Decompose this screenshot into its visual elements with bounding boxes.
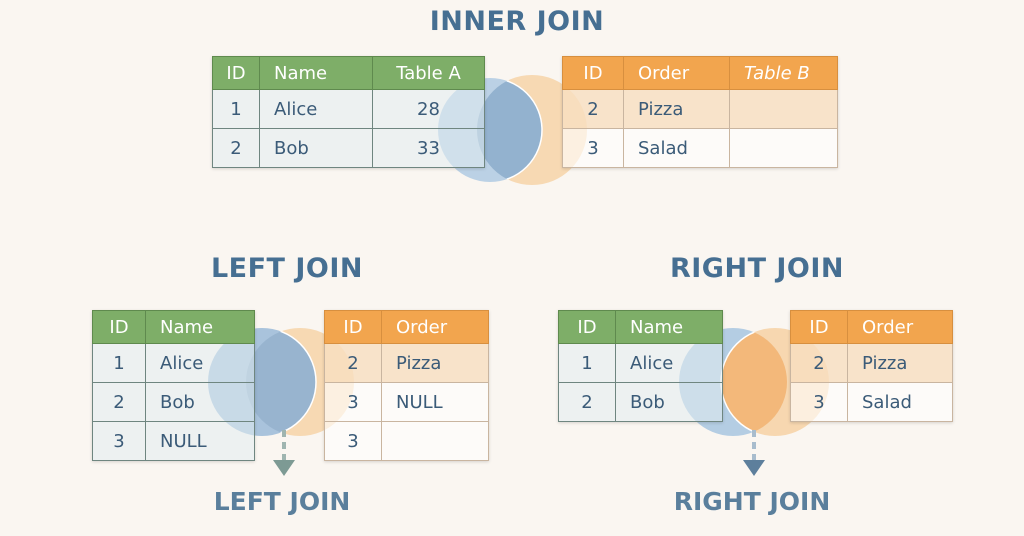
column-header: ID	[562, 56, 624, 90]
column-header: Name	[615, 310, 723, 344]
column-header: Table B	[729, 56, 838, 90]
right-join-title: RIGHT JOIN	[669, 253, 845, 284]
table-cell: Bob	[145, 382, 255, 422]
table-cell	[729, 89, 838, 129]
table-cell: 2	[324, 343, 382, 383]
column-header: ID	[558, 310, 616, 344]
table-cell: 2	[558, 382, 616, 422]
table-cell: 2	[92, 382, 146, 422]
table-cell: 33	[372, 128, 485, 168]
table-cell: 3	[324, 382, 382, 422]
column-header: Order	[623, 56, 730, 90]
table-row: 3	[324, 421, 489, 461]
arrow-down-icon	[743, 460, 765, 476]
column-header: ID	[92, 310, 146, 344]
intersection-lens	[246, 328, 317, 436]
table-cell: Bob	[615, 382, 723, 422]
table-cell: Bob	[259, 128, 373, 168]
table-cell: Alice	[615, 343, 723, 383]
right-join-label: RIGHT JOIN	[673, 487, 831, 516]
arrow-down-icon	[273, 460, 295, 476]
table-cell: 3	[562, 128, 624, 168]
column-header: ID	[790, 310, 848, 344]
column-header: Order	[381, 310, 489, 344]
table-cell: 1	[558, 343, 616, 383]
table-cell: 2	[790, 343, 848, 383]
table-cell: 2	[562, 89, 624, 129]
table-cell: Salad	[623, 128, 730, 168]
left-join-label: LEFT JOIN	[213, 487, 351, 516]
table-cell: Pizza	[847, 343, 953, 383]
table-cell: Pizza	[381, 343, 489, 383]
table-cell: 1	[92, 343, 146, 383]
inner-join-title: INNER JOIN	[429, 6, 605, 37]
table-cell: 28	[372, 89, 485, 129]
table-cell: NULL	[145, 421, 255, 461]
column-header: Order	[847, 310, 953, 344]
table-cell: Salad	[847, 382, 953, 422]
column-header: Name	[259, 56, 373, 90]
table-cell: 2	[212, 128, 260, 168]
column-header: Table A	[372, 56, 485, 90]
column-header: ID	[324, 310, 382, 344]
table-cell: Pizza	[623, 89, 730, 129]
table-cell: 3	[790, 382, 848, 422]
left-join-title: LEFT JOIN	[210, 253, 364, 284]
table-cell: NULL	[381, 382, 489, 422]
table-cell: Alice	[145, 343, 255, 383]
table-cell: 3	[92, 421, 146, 461]
column-header: Name	[145, 310, 255, 344]
table-cell: 3	[324, 421, 382, 461]
table-cell	[381, 421, 489, 461]
table-cell: 1	[212, 89, 260, 129]
table-cell: Alice	[259, 89, 373, 129]
table-cell	[729, 128, 838, 168]
column-header: ID	[212, 56, 260, 90]
